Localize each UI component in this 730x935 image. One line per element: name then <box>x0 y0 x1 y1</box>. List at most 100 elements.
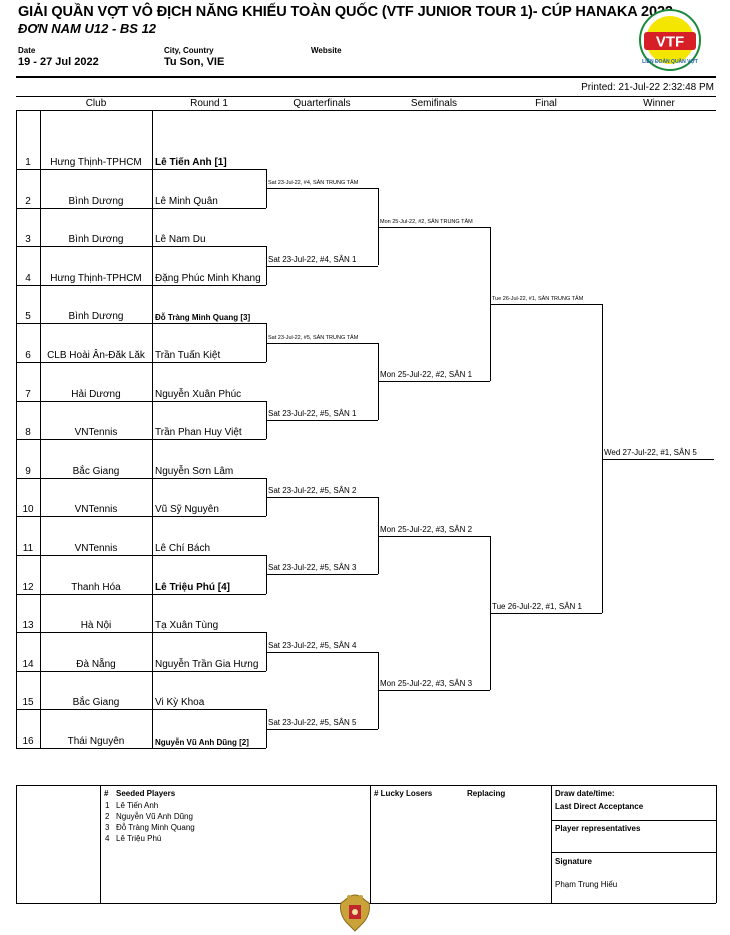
entry-player: Lê Chí Bách <box>155 543 211 554</box>
quarterfinal-line <box>266 342 378 344</box>
entry-number: 14 <box>22 658 34 670</box>
winner-match-info: Wed 27-Jul-22, #1, SÂN 5 <box>604 447 697 457</box>
quarterfinal-match-info: Sat 23-Jul-22, #5, SÂN 5 <box>268 717 357 727</box>
seeded-number: 1 <box>105 801 110 810</box>
entry-number: 15 <box>22 697 34 709</box>
num-col-rule <box>40 110 41 748</box>
entry-player: Lê Triệu Phú [4] <box>155 581 231 593</box>
entry-player: Nguyễn Xuân Phúc <box>155 388 242 400</box>
semifinal-connector <box>378 342 379 420</box>
entry-line <box>16 709 266 711</box>
semifinal-match-info: Mon 25-Jul-22, #2, SÂN TRUNG TÂM <box>380 218 473 225</box>
final-connector <box>490 535 491 691</box>
entry-player: Lê Minh Quân <box>155 195 218 207</box>
entry-number: 7 <box>25 388 31 400</box>
entry-number: 13 <box>22 620 34 632</box>
entry-line <box>16 246 266 248</box>
entry-number: 1 <box>25 157 31 168</box>
footer-divider-1 <box>100 785 101 903</box>
quarterfinal-line <box>266 728 378 730</box>
quarterfinal-line <box>266 188 378 190</box>
quarterfinal-line <box>266 574 378 576</box>
entry-line <box>16 670 266 672</box>
entry-number: 10 <box>22 504 34 516</box>
entry-player: Trần Tuấn Kiệt <box>155 350 221 361</box>
entry-club: VNTennis <box>74 543 118 554</box>
semifinal-line <box>378 381 490 383</box>
quarterfinal-match-info: Sat 23-Jul-22, #5, SÂN 3 <box>268 563 357 573</box>
column-header-club: Club <box>85 98 107 109</box>
entry-player: Vi Kỳ Khoa <box>155 697 205 709</box>
entry-line <box>16 169 266 170</box>
column-header-quarterfinals: Quarterfinals <box>293 98 351 109</box>
seeded-players-title: Seeded Players <box>116 789 176 798</box>
footer-row-rule-2 <box>551 852 716 853</box>
website-label: Website <box>311 46 342 55</box>
logo-subtext: LIÊN ĐOÀN QUẦN VỢT <box>642 57 698 65</box>
entry-number: 4 <box>25 272 31 284</box>
entry-line <box>16 207 266 209</box>
logo-text: VTF <box>656 34 684 51</box>
entry-line <box>16 439 266 441</box>
entry-club: Bắc Giang <box>72 465 120 477</box>
quarterfinal-match-info: Sat 23-Jul-22, #5, SÂN 2 <box>268 486 357 496</box>
last-direct-acceptance-label: Last Direct Acceptance <box>555 802 644 811</box>
entry-line <box>16 477 266 479</box>
seeded-hash: # <box>104 789 109 798</box>
footer-divider-2 <box>370 785 371 903</box>
semifinal-line <box>378 690 490 692</box>
quarterfinal-line <box>266 419 378 421</box>
footer-left-rule <box>16 785 17 903</box>
entry-club: Hải Dương <box>71 388 121 400</box>
entry-number: 11 <box>22 543 34 554</box>
seeded-player-name: Nguyễn Vũ Anh Dũng <box>116 812 193 821</box>
seeded-number: 4 <box>105 834 110 843</box>
signer-name: Phạm Trung Hiếu <box>555 880 618 889</box>
entry-number: 2 <box>25 195 31 207</box>
entry-player: Nguyễn Sơn Lâm <box>155 465 234 477</box>
quarterfinal-match-info: Sat 23-Jul-22, #4, SÂN TRUNG TÂM <box>268 180 359 187</box>
entry-line <box>16 284 266 286</box>
entry-number: 16 <box>22 736 34 747</box>
footer-divider-3 <box>551 785 552 903</box>
semifinal-match-info: Mon 25-Jul-22, #2, SÂN 1 <box>380 370 473 380</box>
left-rule <box>16 110 17 748</box>
entry-line <box>16 632 266 634</box>
date-label: Date <box>18 46 36 55</box>
entry-club: Đà Nẵng <box>76 658 116 670</box>
semifinal-line <box>378 226 490 228</box>
entry-player: Lê Nam Du <box>155 234 206 246</box>
tournament-title: GIẢI QUẦN VỢT VÔ ĐỊCH NĂNG KHIẾU TOÀN QU… <box>18 4 673 20</box>
entry-line <box>16 323 266 325</box>
entry-player: Nguyễn Vũ Anh Dũng [2] <box>155 738 249 747</box>
entry-club: Thanh Hóa <box>71 581 121 593</box>
seeded-player-name: Lê Triệu Phú <box>116 834 162 843</box>
entry-club: Bình Dương <box>68 234 124 246</box>
column-header-bottom-rule <box>16 110 716 111</box>
column-header-top-rule <box>16 96 716 97</box>
entry-club: Bình Dương <box>68 195 124 207</box>
quarterfinal-match-info: Sat 23-Jul-22, #4, SÂN 1 <box>268 254 357 264</box>
final-match-info: Tue 26-Jul-22, #1, SÂN TRUNG TÂM <box>492 296 584 303</box>
seeded-player-name: Đỗ Tràng Minh Quang <box>116 823 195 832</box>
entry-club: VNTennis <box>74 504 118 516</box>
quarterfinal-connector <box>266 632 267 671</box>
semifinal-match-info: Mon 25-Jul-22, #3, SÂN 3 <box>380 679 473 689</box>
final-line <box>490 612 602 614</box>
lucky-losers-title: # Lucky Losers <box>374 789 433 798</box>
column-header-semifinals: Semifinals <box>410 98 458 109</box>
club-col-rule <box>152 110 153 748</box>
entry-club: Hà Nội <box>80 620 112 632</box>
entry-player: Lê Tiến Anh [1] <box>155 157 227 168</box>
entry-number: 3 <box>25 234 31 246</box>
entry-player: Tạ Xuân Tùng <box>155 620 219 632</box>
winner-line <box>602 458 714 460</box>
semifinal-line <box>378 535 490 537</box>
entry-club: Hưng Thịnh-TPHCM <box>50 272 142 284</box>
entry-club: Bình Dương <box>68 311 124 323</box>
entry-player: Vũ Sỹ Nguyên <box>155 504 219 516</box>
entry-line <box>16 516 266 518</box>
entry-club: Hưng Thịnh-TPHCM <box>50 157 142 168</box>
footer-row-rule-1 <box>551 820 716 821</box>
vtf-logo: VTF LIÊN ĐOÀN QUẦN VỢT <box>639 9 701 71</box>
